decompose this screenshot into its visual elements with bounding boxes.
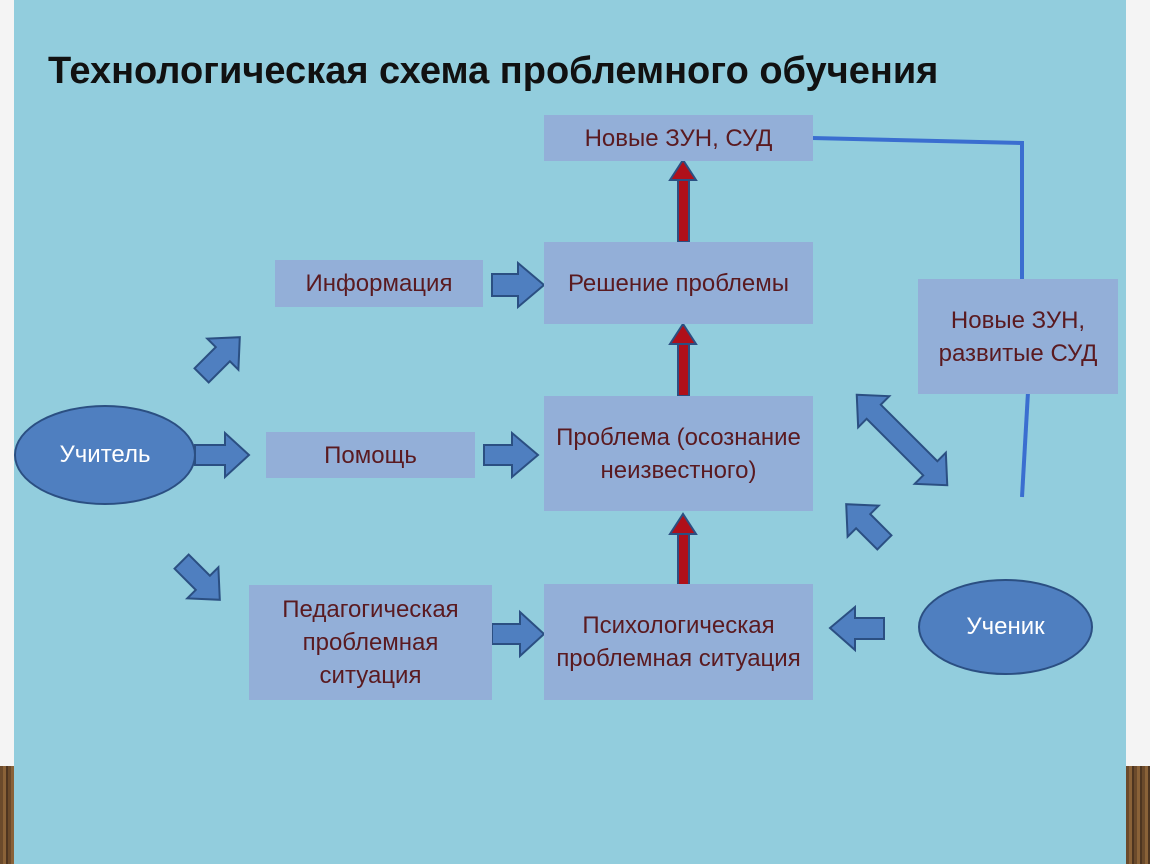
arrow-teacher-to-information bbox=[193, 336, 241, 384]
vertical-arrow-problem-to-solution bbox=[668, 322, 698, 397]
arrow-teacher-to-pedagogical bbox=[173, 553, 221, 601]
arrow-help-to-problem bbox=[483, 430, 540, 480]
connector-line-bottom bbox=[1020, 391, 1030, 498]
box-problem: Проблема (осознание неизвестного) bbox=[544, 396, 813, 511]
arrow-teacher-to-help bbox=[194, 430, 251, 480]
slide-title: Технологическая схема проблемного обучен… bbox=[48, 50, 939, 92]
box-new-knowledge: Новые ЗУН, СУД bbox=[544, 115, 813, 161]
box-pedagogical-situation: Педагогическая проблемная ситуация bbox=[249, 585, 492, 700]
arrow-student-to-problem bbox=[845, 503, 893, 551]
box-psychological-situation: Психологическая проблемная ситуация bbox=[544, 584, 813, 700]
ellipse-student: Ученик bbox=[918, 579, 1093, 675]
box-information: Информация bbox=[275, 260, 483, 307]
wood-texture-left bbox=[0, 766, 14, 864]
box-new-knowledge-developed: Новые ЗУН, развитые СУД bbox=[918, 279, 1118, 394]
ellipse-teacher: Учитель bbox=[14, 405, 196, 505]
slide-left-margin bbox=[0, 0, 14, 864]
box-help: Помощь bbox=[266, 432, 475, 478]
arrow-student-to-psychological bbox=[828, 604, 885, 653]
wood-texture-right bbox=[1126, 766, 1150, 864]
vertical-arrow-solution-to-knowledge bbox=[668, 158, 698, 243]
slide-right-margin bbox=[1126, 0, 1150, 864]
arrow-information-to-solution bbox=[491, 260, 546, 310]
arrow-problem-knowledge-bidirectional bbox=[855, 393, 949, 487]
box-solution: Решение проблемы bbox=[544, 242, 813, 324]
arrow-pedagogical-to-psychological bbox=[491, 609, 546, 659]
connector-line-top bbox=[811, 136, 1024, 282]
vertical-arrow-situation-to-problem bbox=[668, 512, 698, 587]
